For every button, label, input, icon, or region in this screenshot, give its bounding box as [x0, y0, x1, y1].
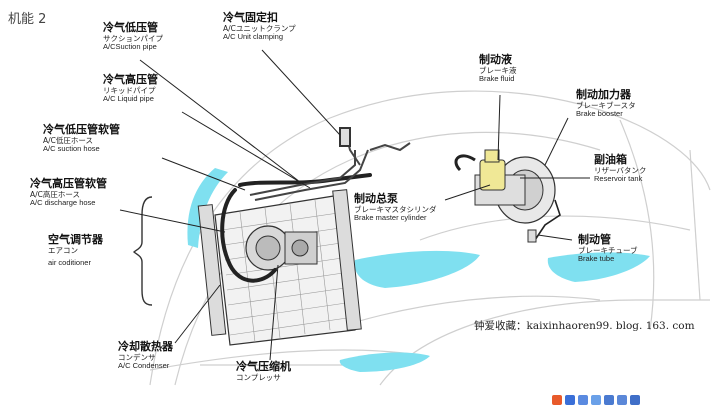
label-master-cylinder-zh: 制动总泵 — [354, 193, 437, 206]
label-liquid-pipe-en: A/C Liquid pipe — [103, 95, 158, 104]
dot-icon[interactable] — [591, 395, 601, 405]
zh-icon[interactable] — [565, 395, 575, 405]
wrench-icon[interactable] — [630, 395, 640, 405]
headlight-left — [355, 251, 480, 288]
label-master-cylinder-en: Brake master cylinder — [354, 214, 437, 223]
label-brake-booster-zh: 制动加力器 — [576, 89, 636, 102]
label-discharge-hose: 冷气高压管软管 A/C高圧ホース A/C discharge hose — [30, 178, 107, 208]
ac-pipes — [250, 128, 410, 200]
label-brake-tube: 制动管 ブレーキチューブ Brake tube — [578, 234, 638, 264]
page-title: 机能 2 — [8, 8, 46, 27]
keyboard-icon[interactable] — [604, 395, 614, 405]
label-unit-clamping-en: A/C Unit clamping — [223, 33, 296, 42]
label-brake-fluid: 制动液 ブレーキ液 Brake fluid — [479, 54, 517, 84]
label-suction-hose-zh: 冷气低压管软管 — [43, 124, 120, 137]
label-suction-pipe-en: A/CSuction pipe — [103, 43, 163, 52]
label-air-conditioner: 空气调节器 エアコン air coditioner — [48, 234, 103, 268]
label-suction-hose: 冷气低压管软管 A/C低圧ホース A/C suction hose — [43, 124, 120, 154]
label-unit-clamping: 冷气固定扣 A/Cユニットクランプ A/C Unit clamping — [223, 12, 296, 42]
label-brake-fluid-zh: 制动液 — [479, 54, 517, 67]
label-liquid-pipe: 冷气高压管 リキッドパイプ A/C Liquid pipe — [103, 74, 158, 104]
label-reservoir-tank-en: Reservoir tank — [594, 175, 646, 184]
label-suction-pipe-zh: 冷气低压管 — [103, 22, 163, 35]
label-condenser-zh: 冷却散热器 — [118, 341, 173, 354]
label-air-conditioner-en: air coditioner — [48, 259, 103, 268]
label-brake-tube-en: Brake tube — [578, 255, 638, 264]
label-discharge-hose-en: A/C discharge hose — [30, 199, 107, 208]
label-condenser-en: A/C Condenser — [118, 362, 173, 371]
label-discharge-hose-zh: 冷气高压管软管 — [30, 178, 107, 191]
label-condenser: 冷却散热器 コンデンサ A/C Condenser — [118, 341, 173, 371]
label-liquid-pipe-zh: 冷气高压管 — [103, 74, 158, 87]
label-reservoir-tank: 副油箱 リザーバタンク Reservoir tank — [594, 154, 646, 184]
label-suction-pipe: 冷气低压管 サクションパイプ A/CSuction pipe — [103, 22, 163, 52]
fog-light — [340, 353, 430, 372]
label-suction-hose-en: A/C suction hose — [43, 145, 120, 154]
label-unit-clamping-zh: 冷气固定扣 — [223, 12, 296, 25]
label-brake-fluid-en: Brake fluid — [479, 75, 517, 84]
compressor — [246, 226, 317, 270]
label-brake-booster-en: Brake booster — [576, 110, 636, 119]
label-compressor-ja: コンプレッサ — [236, 374, 291, 383]
label-air-conditioner-ja: エアコン — [48, 247, 103, 256]
label-reservoir-tank-zh: 副油箱 — [594, 154, 646, 167]
s-icon[interactable] — [552, 395, 562, 405]
ime-toolbar — [552, 392, 652, 408]
reservoir-tank-shape — [480, 160, 505, 190]
brake-assembly — [456, 150, 560, 242]
label-air-conditioner-zh: 空气调节器 — [48, 234, 103, 247]
shirt-icon[interactable] — [617, 395, 627, 405]
label-compressor-zh: 冷气压缩机 — [236, 361, 291, 374]
label-brake-tube-zh: 制动管 — [578, 234, 638, 247]
label-brake-booster: 制动加力器 ブレーキブースタ Brake booster — [576, 89, 636, 119]
blog-credit: 钟爱收藏：kaixinhaoren99. blog. 163. com — [474, 318, 695, 333]
label-master-cylinder: 制动总泵 ブレーキマスタシリンダ Brake master cylinder — [354, 193, 437, 223]
label-compressor: 冷气压缩机 コンプレッサ — [236, 361, 291, 382]
moon-icon[interactable] — [578, 395, 588, 405]
